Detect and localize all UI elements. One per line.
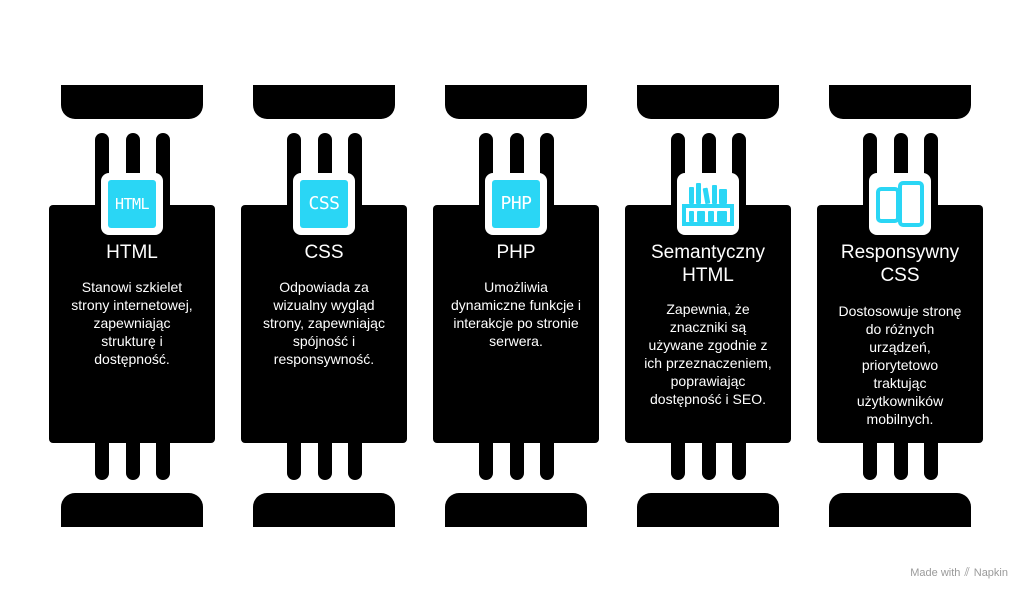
made-with-napkin: Made with ⫽ Napkin [910, 565, 1008, 580]
card-title: PHP [496, 242, 536, 263]
card-title: Responsywny CSS [840, 242, 960, 286]
bottom-connector [348, 440, 362, 480]
top-cap [61, 85, 203, 119]
bottom-connector [863, 440, 877, 480]
card-description: Odpowiada za wizualny wygląd strony, zap… [263, 279, 385, 367]
css-icon: CSS [293, 173, 355, 235]
bottom-connector [479, 440, 493, 480]
icon-label: CSS [308, 193, 340, 214]
bottom-connector [671, 440, 685, 480]
responsive-devices-icon [869, 173, 931, 235]
made-with-label: Made with [910, 566, 961, 579]
column-html: HTML HTML Stanowi szkielet strony intern… [49, 0, 217, 600]
card [817, 205, 983, 443]
napkin-brand: Napkin [973, 566, 1008, 579]
bottom-connector [924, 440, 938, 480]
bottom-connector [732, 440, 746, 480]
card [241, 205, 407, 443]
card-title: Semantyczny HTML [650, 242, 766, 286]
top-cap [637, 85, 779, 119]
bottom-cap [829, 493, 971, 527]
bottom-connector [287, 440, 301, 480]
bottom-cap [61, 493, 203, 527]
column-semantic-html: Semantyczny HTML Zapewnia, że znaczniki … [625, 0, 793, 600]
card-description: Zapewnia, że znaczniki są używane zgodni… [644, 301, 772, 407]
card-title: HTML [106, 242, 158, 263]
bottom-connector [702, 440, 716, 480]
bottom-connector [318, 440, 332, 480]
card [625, 205, 791, 443]
column-php: PHP PHP Umożliwia dynamiczne funkcje i i… [433, 0, 601, 600]
card [433, 205, 599, 443]
bottom-connector [95, 440, 109, 480]
card-description: Stanowi szkielet strony internetowej, za… [71, 279, 193, 367]
bottom-cap [445, 493, 587, 527]
icon-label: PHP [500, 193, 532, 214]
php-icon: PHP [485, 173, 547, 235]
card-title: CSS [304, 242, 344, 263]
card [49, 205, 215, 443]
bottom-connector [540, 440, 554, 480]
bookshelf-icon [677, 173, 739, 235]
column-responsive-css: Responsywny CSS Dostosowuje stronę do ró… [817, 0, 985, 600]
napkin-logo-icon: ⫽ [964, 565, 970, 579]
card-description: Umożliwia dynamiczne funkcje i interakcj… [451, 279, 581, 349]
html-icon: HTML [101, 173, 163, 235]
bottom-cap [253, 493, 395, 527]
bottom-connector [510, 440, 524, 480]
top-cap [829, 85, 971, 119]
card-description: Dostosowuje stronę do różnych urządzeń, … [838, 303, 962, 427]
column-css: CSS CSS Odpowiada za wizualny wygląd str… [241, 0, 409, 600]
top-cap [253, 85, 395, 119]
bottom-connector [156, 440, 170, 480]
bottom-cap [637, 493, 779, 527]
bottom-connector [894, 440, 908, 480]
icon-label: HTML [114, 194, 150, 213]
top-cap [445, 85, 587, 119]
bottom-connector [126, 440, 140, 480]
